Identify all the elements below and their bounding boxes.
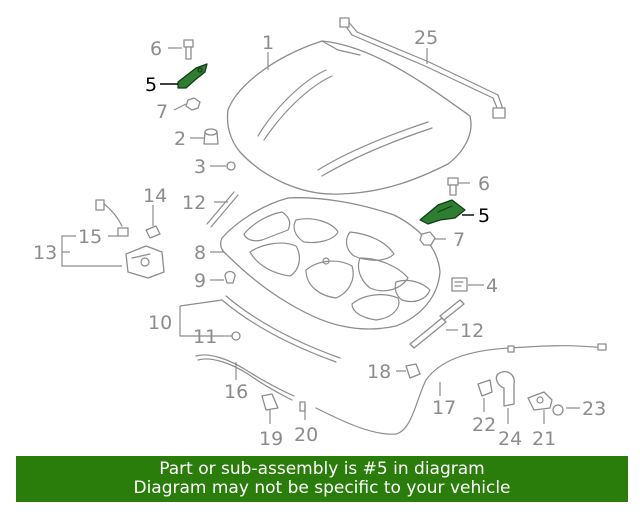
insulator-grommet [224,270,236,284]
cable-bracket [261,393,279,411]
callout-10: 10 [148,312,172,334]
callout-24: 24 [498,428,522,450]
callout-12-left: 12 [182,192,206,214]
leader-lines [61,47,580,424]
part-notice-banner: Part or sub-assembly is #5 in diagram Di… [16,456,628,502]
callout-11: 11 [193,326,217,348]
hood-hinge-bolt-left [183,39,194,60]
banner-line-part-number: Part or sub-assembly is #5 in diagram [159,459,485,479]
callout-5-right: 5 [478,205,490,227]
callout-17: 17 [432,397,456,419]
callout-9: 9 [194,270,206,292]
latch-bolt [145,225,161,239]
cable-grommet [405,363,421,379]
callout-25: 25 [414,27,438,49]
callout-15: 15 [78,226,102,248]
hood-panel [226,40,472,195]
hood-release-cable-front [195,354,295,401]
hood-hinge-left-highlighted [177,63,208,89]
callout-18: 18 [367,361,391,383]
callout-14: 14 [143,185,167,207]
callout-3: 3 [194,156,206,178]
callout-20: 20 [294,424,318,446]
callout-2: 2 [174,128,186,150]
cable-end [299,401,306,412]
hood-parts-diagram: 1 25 6 5 7 2 3 6 5 7 4 12 12 8 9 14 15 1… [33,17,607,450]
hood-clip [226,161,236,171]
release-handle-bolt [477,379,493,397]
callout-labels: 1 25 6 5 7 2 3 6 5 7 4 12 12 8 9 14 15 1… [33,27,606,450]
callout-19: 19 [259,428,283,450]
hood-hinge-bolt-right [447,177,459,196]
callout-5-left: 5 [145,74,157,96]
callout-1: 1 [262,32,274,54]
hood-support-strut-left [206,191,239,228]
callout-8: 8 [194,242,206,264]
hood-insulator [220,197,441,330]
hood-label [451,277,468,292]
callout-12-right: 12 [460,320,484,342]
latch-sensor-harness [95,199,129,237]
hood-seal [339,17,506,119]
callout-23: 23 [582,398,606,420]
hood-release-cable-main [315,343,607,435]
callout-6-left: 6 [150,38,162,60]
weatherstrip-clip [231,331,241,341]
callout-13: 13 [33,242,57,264]
hood-release-handle [495,370,515,407]
hood-support-strut-right [409,299,465,349]
hood-bumper [203,128,219,145]
hood-latch-assembly [125,245,165,279]
hood-hinge-nut-right [419,231,436,246]
hood-weatherstrip [221,295,341,363]
handle-cap [552,404,564,416]
callout-7-right: 7 [453,229,465,251]
callout-21: 21 [532,428,556,450]
release-handle-bracket [527,391,553,411]
callout-6-right: 6 [478,173,490,195]
banner-line-disclaimer: Diagram may not be specific to your vehi… [133,478,511,498]
callout-7-left: 7 [156,101,168,123]
callout-4: 4 [486,275,498,297]
hood-hinge-right-highlighted [419,199,466,225]
callout-16: 16 [224,381,248,403]
callout-22: 22 [472,414,496,436]
hood-hinge-nut-left [185,97,201,111]
